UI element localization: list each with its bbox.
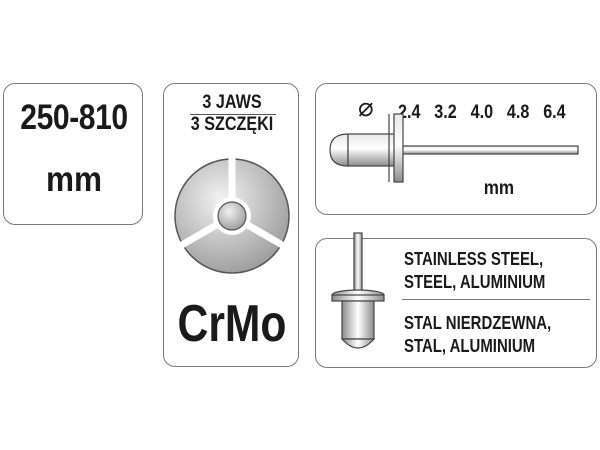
jaws-icon — [174, 156, 290, 274]
rivet-upright-icon — [331, 232, 385, 349]
rivet-size-item: 2.4 — [398, 102, 421, 123]
jaws-panel: 3 JAWS 3 SZCZĘKI CrMo — [163, 83, 299, 367]
jaws-label-pl: 3 SZCZĘKI — [190, 114, 274, 135]
rivet-size-item: 4.0 — [470, 102, 494, 123]
grip-range-value: 250-810 — [20, 98, 128, 137]
grip-range-unit: mm — [45, 160, 103, 199]
jaws-label-en: 3 JAWS — [202, 92, 262, 113]
rivet-sizes-panel: ⌀ 2.4 3.2 4.0 4.8 6.4 mm — [315, 83, 597, 215]
jaws-material: CrMo — [177, 295, 287, 353]
rivet-size-item: 6.4 — [543, 102, 566, 123]
rivet-size-item: 4.8 — [506, 102, 530, 123]
diameter-symbol: ⌀ — [358, 92, 374, 122]
rivet-size-item: 3.2 — [434, 102, 457, 123]
material-en-line-1: STAINLESS STEEL, — [404, 249, 544, 269]
rivet-size-unit: mm — [483, 178, 515, 199]
material-en-line-2: STEEL, ALUMINIUM — [404, 272, 546, 292]
materials-divider — [402, 299, 590, 300]
rivet-side-icon — [329, 113, 579, 183]
jaws-label-divider — [190, 114, 276, 115]
rivet-size-list: 2.4 3.2 4.0 4.8 6.4 — [398, 102, 575, 124]
grip-range-panel: 250-810 mm — [3, 83, 143, 225]
material-pl-line-1: STAL NIERDZEWNA, — [404, 313, 552, 333]
materials-panel: STAINLESS STEEL, STEEL, ALUMINIUM STAL N… — [315, 232, 597, 368]
material-pl-line-2: STAL, ALUMINIUM — [404, 336, 536, 356]
